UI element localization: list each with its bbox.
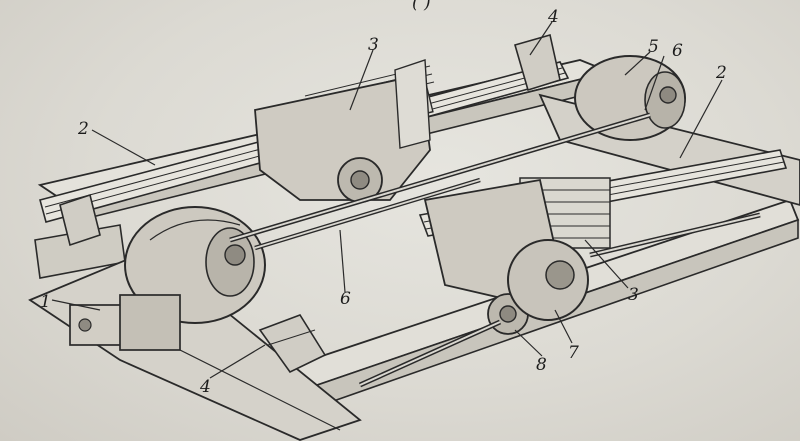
callout-6-upper: 6 — [672, 41, 683, 61]
leader-lines — [51, 21, 723, 379]
spring-hanger-left-end — [59, 193, 101, 247]
input-flange — [69, 294, 181, 351]
rear-differential — [124, 206, 266, 324]
header-fragment: ( ) — [412, 0, 431, 13]
torque-rod-middle — [254, 177, 481, 251]
callout-3-lower: 3 — [628, 285, 639, 305]
callout-1: 1 — [40, 292, 51, 312]
spring-hanger-rear-low — [258, 314, 327, 374]
callout-3-upper: 3 — [368, 35, 379, 55]
callout-4-bottom: 4 — [199, 377, 211, 397]
spring-hanger-rear-high — [514, 33, 561, 92]
trunnion-bracket-upper — [254, 59, 431, 203]
middle-differential — [574, 55, 686, 141]
callout-4-top: 4 — [547, 7, 559, 27]
torque-rod-right — [589, 212, 761, 258]
callout-2-right: 2 — [715, 63, 727, 83]
callout-5: 5 — [648, 37, 659, 57]
callout-2-left: 2 — [77, 119, 89, 139]
torque-rod-upper — [229, 112, 651, 243]
callout-6-lower: 6 — [340, 289, 351, 309]
callout-8: 8 — [536, 355, 547, 375]
front-hub — [507, 239, 589, 321]
callout-7: 7 — [568, 343, 579, 363]
torque-rod-lower — [358, 319, 502, 388]
